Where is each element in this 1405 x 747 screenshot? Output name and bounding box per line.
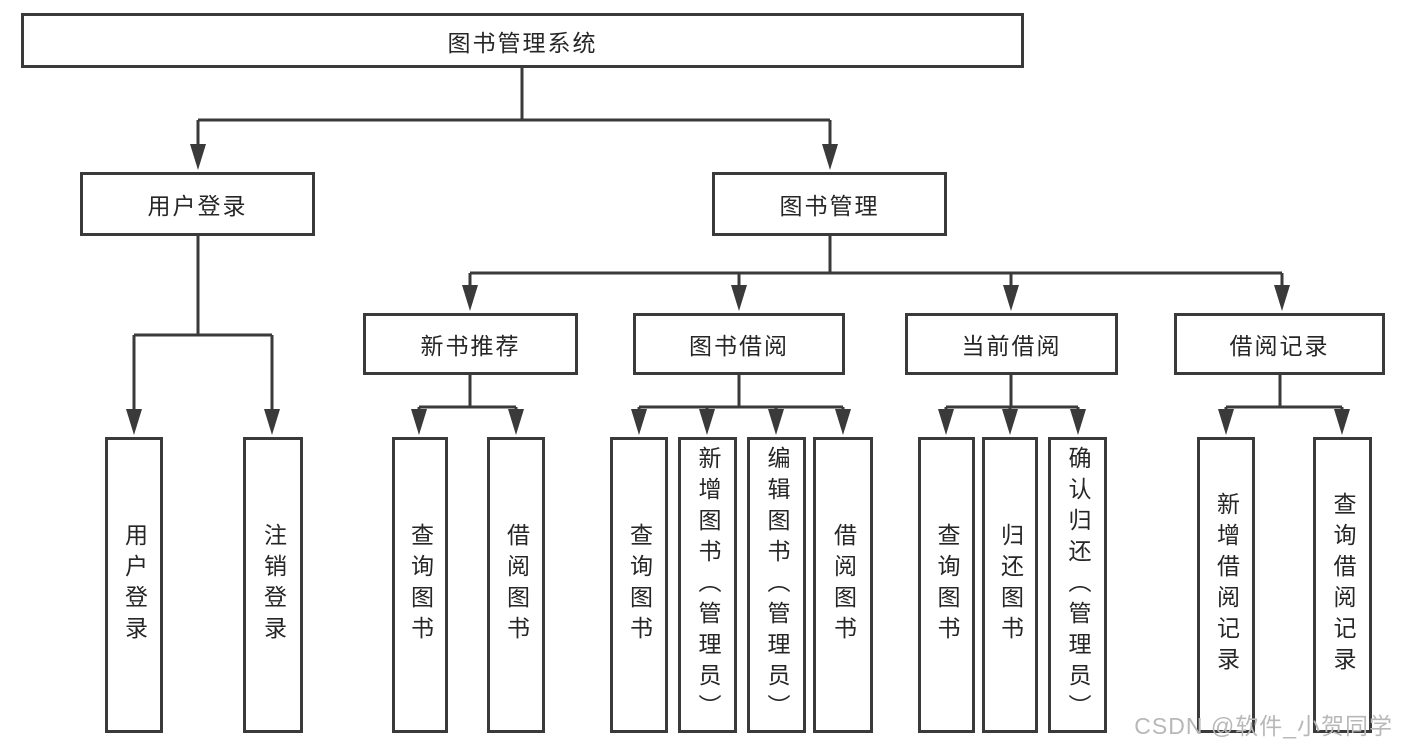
leaf-label: 查询图书 — [407, 523, 434, 647]
leaf-label: 查询图书 — [626, 523, 653, 647]
leaf-label: 借阅图书 — [830, 523, 857, 647]
leaf-logout: 注销登录 — [243, 437, 303, 733]
leaf-label: 用户登录 — [121, 523, 148, 647]
node-new-book-recommend: 新书推荐 — [363, 313, 578, 375]
connector-userlogin-to-leaves — [126, 236, 280, 435]
connector-bookborrow-to-leaves — [631, 375, 851, 435]
leaf-add-borrow-record: 新增借阅记录 — [1197, 437, 1255, 733]
node-current-borrowing: 当前借阅 — [905, 313, 1118, 375]
node-label: 图书借阅 — [689, 333, 789, 359]
node-label: 图书管理 — [779, 193, 880, 219]
node-book-borrowing: 图书借阅 — [633, 313, 845, 375]
leaf-label: 查询图书 — [934, 523, 960, 647]
leaf-label: 注销登录 — [260, 523, 287, 647]
connector-currentborrow-to-leaves — [938, 375, 1086, 435]
leaf-current-query-books: 查询图书 — [918, 437, 975, 733]
node-label: 当前借阅 — [961, 333, 1062, 359]
leaf-label: 归还图书 — [997, 523, 1024, 647]
node-label: 图书管理系统 — [447, 29, 598, 56]
node-user-login: 用户登录 — [80, 172, 315, 236]
leaf-confirm-return-admin: 确认归还（管理员） — [1048, 437, 1107, 733]
node-library-system: 图书管理系统 — [21, 13, 1024, 68]
leaf-user-login: 用户登录 — [105, 437, 163, 733]
leaf-edit-book-admin: 编辑图书（管理员） — [747, 437, 806, 733]
node-label: 借阅记录 — [1229, 333, 1330, 359]
connector-bookmgmt-to-level3 — [462, 236, 1290, 311]
leaf-add-book-admin: 新增图书（管理员） — [678, 437, 737, 733]
node-borrow-records: 借阅记录 — [1174, 313, 1385, 375]
leaf-label: 借阅图书 — [503, 523, 530, 647]
csdn-watermark: CSDN @软件_小贺同学 — [1134, 713, 1393, 739]
leaf-return-books: 归还图书 — [982, 437, 1038, 733]
leaf-newbooks-query-books: 查询图书 — [392, 437, 448, 733]
connector-newbooks-to-leaves — [411, 375, 524, 435]
leaf-label: 新增图书（管理员） — [695, 445, 721, 725]
leaf-borrow-query-books: 查询图书 — [610, 437, 668, 733]
node-label: 新书推荐 — [420, 333, 521, 359]
leaf-label: 查询借阅记录 — [1330, 492, 1356, 678]
node-book-management: 图书管理 — [712, 172, 947, 236]
leaf-label: 确认归还（管理员） — [1065, 445, 1091, 725]
leaf-label: 新增借阅记录 — [1213, 492, 1240, 678]
connector-root-to-level2 — [190, 68, 838, 170]
leaf-newbooks-borrow-books: 借阅图书 — [487, 437, 545, 733]
leaf-borrow-borrow-books: 借阅图书 — [813, 437, 873, 733]
node-label: 用户登录 — [147, 193, 248, 219]
connector-borrowrecords-to-leaves — [1218, 375, 1350, 435]
leaf-query-borrow-record: 查询借阅记录 — [1313, 437, 1372, 733]
leaf-label: 编辑图书（管理员） — [764, 445, 790, 725]
